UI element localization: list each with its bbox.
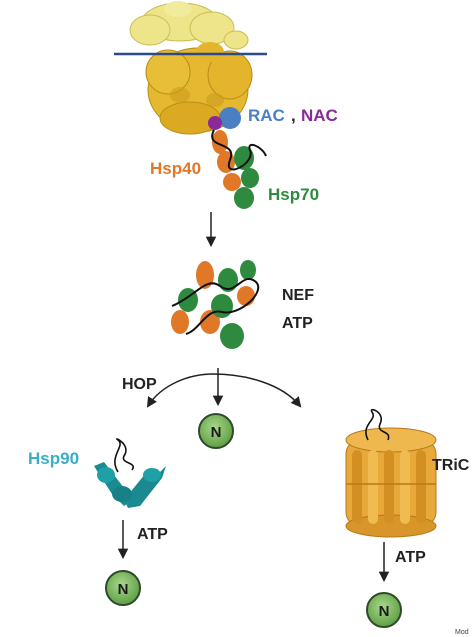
atp-label-middle: ATP (282, 315, 313, 332)
hsp40-label: Hsp40 (150, 159, 201, 178)
atp-label-right: ATP (395, 549, 426, 566)
ribosome-small-subunit (129, 1, 249, 50)
atp-label-left: ATP (137, 526, 168, 543)
nac-sphere (208, 116, 222, 130)
corner-note: Mod (455, 629, 469, 636)
hsp40-hsp70-complex-middle (171, 260, 260, 349)
tric-chaperonin (345, 408, 437, 538)
hsp40-hsp70-complex-top (211, 129, 267, 209)
nac-label: NAC (301, 106, 338, 125)
branch-curve-right (212, 373, 302, 408)
native-label-center: N (211, 424, 222, 441)
native-protein-left (105, 570, 141, 606)
hop-label: HOP (122, 376, 157, 393)
native-label-right: N (379, 603, 390, 620)
hsp90-dimer (94, 438, 166, 508)
comma-label: , (291, 106, 296, 125)
hsp90-label: Hsp90 (28, 449, 79, 468)
branch-curve-left (146, 373, 214, 408)
hsp70-label: Hsp70 (268, 185, 319, 204)
rac-label: RAC (248, 106, 285, 125)
native-label-left: N (118, 581, 129, 598)
ribosome-large-subunit (145, 42, 253, 135)
native-protein-center (198, 413, 234, 449)
rac-sphere (219, 107, 241, 129)
nef-label: NEF (282, 287, 314, 304)
native-protein-right (366, 592, 402, 628)
tric-label: TRiC (432, 457, 470, 474)
